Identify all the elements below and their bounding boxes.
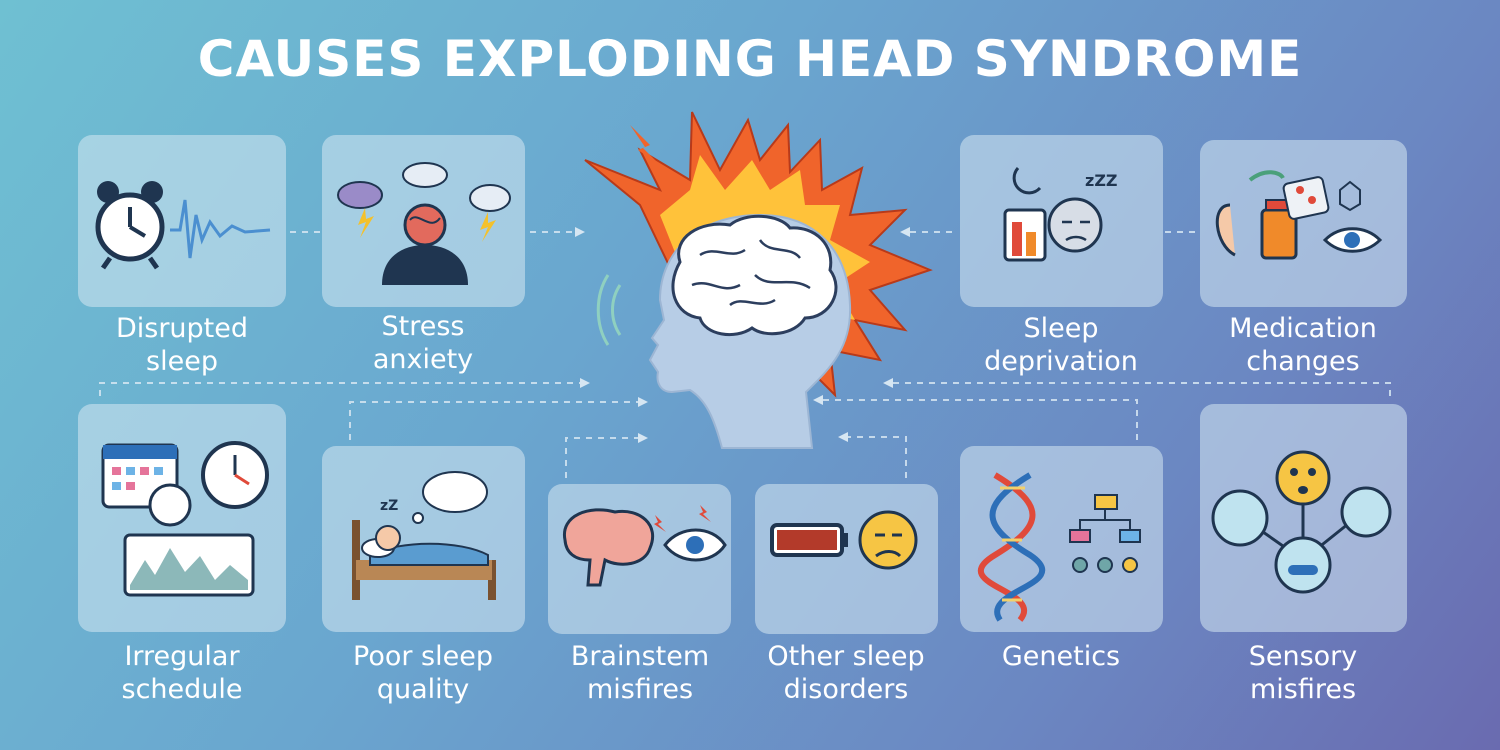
- brain-eye-icon: [563, 505, 727, 587]
- label-line: Sleep: [1023, 313, 1099, 344]
- label-line: disorders: [783, 674, 909, 705]
- label-line: Stress: [381, 311, 465, 342]
- label-line: sleep: [146, 346, 218, 377]
- card-medication-changes: [1200, 140, 1407, 307]
- label-irregular-schedule: Irregular schedule: [72, 640, 292, 706]
- sensory-network-icon: [1211, 450, 1392, 594]
- label-medication-changes: Medication changes: [1193, 312, 1413, 378]
- exploding-head-icon: [584, 111, 933, 449]
- label-line: misfires: [586, 674, 694, 705]
- label-line: changes: [1246, 346, 1360, 377]
- connector-lines: [99, 231, 1391, 478]
- label-line: Medication: [1229, 313, 1377, 344]
- sleeping-person-icon: zZ: [352, 471, 496, 600]
- label-line: Other sleep: [767, 641, 925, 672]
- label-line: Sensory: [1248, 641, 1358, 672]
- label-line: Irregular: [124, 641, 240, 672]
- tired-face-icon: zZZ: [1003, 166, 1118, 262]
- label-line: anxiety: [372, 344, 474, 375]
- page-title: CAUSES EXPLODING HEAD SYNDROME: [197, 30, 1303, 88]
- medication-icon: [1215, 170, 1383, 260]
- label-line: Genetics: [1001, 641, 1121, 672]
- label-line: Brainstem: [570, 641, 710, 672]
- label-other-sleep-disorders: Other sleep disorders: [736, 640, 956, 706]
- label-sensory-misfires: Sensory misfires: [1193, 640, 1413, 706]
- dna-icon: [977, 472, 1141, 622]
- label-line: Poor sleep: [353, 641, 493, 672]
- label-stress-anxiety: Stress anxiety: [313, 310, 533, 376]
- label-poor-sleep-quality: Poor sleep quality: [313, 640, 533, 706]
- alarm-clock-icon: [95, 181, 271, 270]
- label-line: schedule: [121, 674, 243, 705]
- label-line: misfires: [1249, 674, 1357, 705]
- label-genetics: Genetics: [951, 640, 1171, 673]
- label-sleep-deprivation: Sleep deprivation: [951, 312, 1171, 378]
- label-line: Disrupted: [115, 313, 249, 344]
- svg-text:zZZ: zZZ: [1085, 171, 1118, 190]
- label-disrupted-sleep: Disrupted sleep: [72, 312, 292, 378]
- label-brainstem-misfires: Brainstem misfires: [530, 640, 750, 706]
- battery-face-icon: [770, 510, 918, 570]
- label-line: quality: [376, 674, 470, 705]
- connector-arrowheads: [575, 227, 910, 443]
- svg-text:zZ: zZ: [380, 498, 398, 514]
- stressed-person-icon: [337, 162, 511, 285]
- calendar-clock-icon: [101, 441, 269, 597]
- label-line: deprivation: [984, 346, 1138, 377]
